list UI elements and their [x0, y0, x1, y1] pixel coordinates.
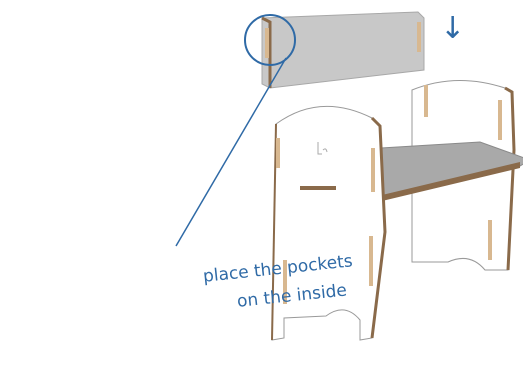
backrest-panel	[262, 12, 424, 88]
backrest-tab-left	[265, 28, 269, 58]
arrow-down-icon: ↓	[440, 14, 465, 44]
seat-slot	[300, 186, 336, 190]
right-panel-slot-top	[424, 85, 428, 117]
right-panel-slot-side	[498, 100, 502, 140]
left-panel-slot-side	[371, 148, 375, 192]
leader-line	[176, 58, 286, 246]
left-panel-slot-lower	[369, 236, 373, 286]
left-panel-slot-top	[276, 138, 280, 168]
right-panel-slot-bottom	[488, 220, 492, 260]
backrest-tab-right	[417, 22, 421, 52]
